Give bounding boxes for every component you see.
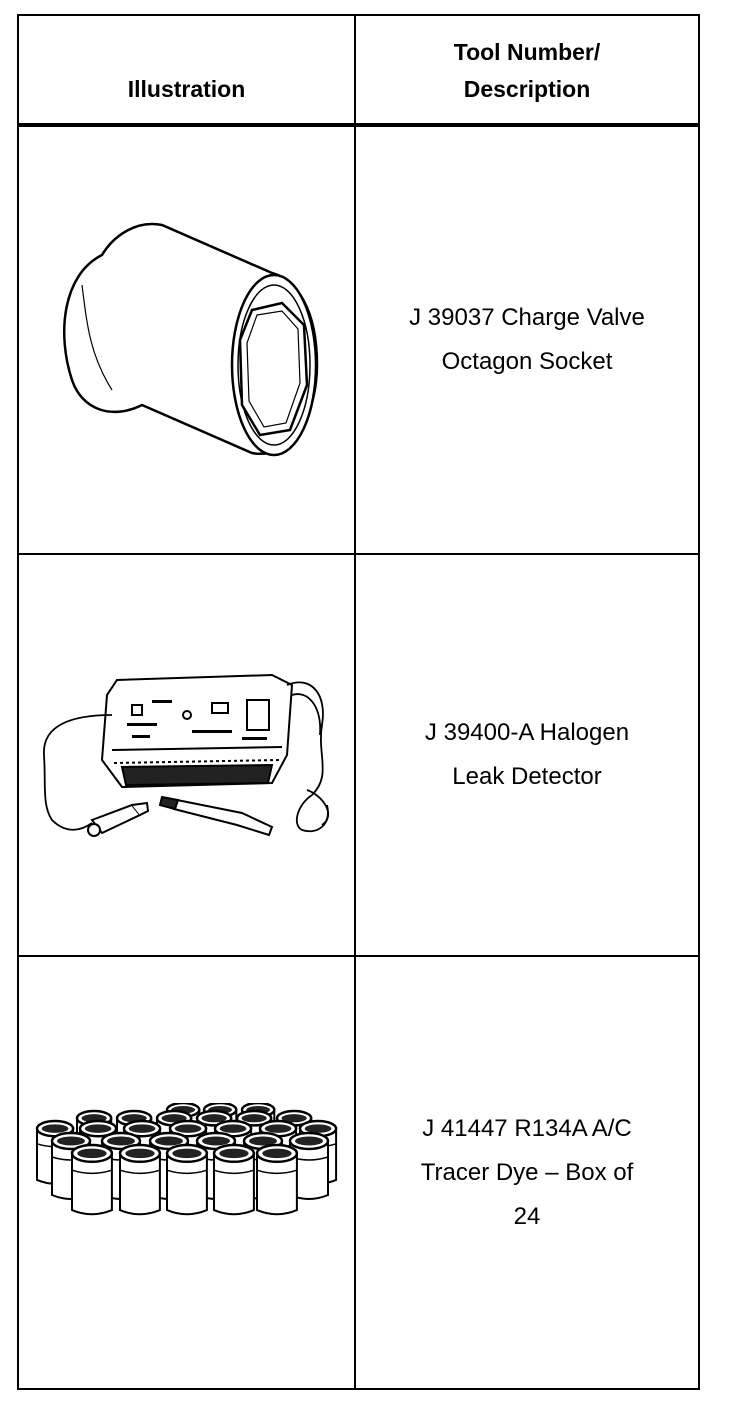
description-line: Tracer Dye – Box of xyxy=(420,1158,634,1186)
octagon-socket-illustration xyxy=(62,222,318,457)
description-cell: J 39400-A Halogen Leak Detector xyxy=(354,553,700,957)
description-cell: J 41447 R134A A/C Tracer Dye – Box of 24 xyxy=(354,955,700,1390)
tracer-dye-bottles-illustration xyxy=(35,1102,337,1215)
dye-bottle xyxy=(118,1143,161,1215)
dye-bottle xyxy=(212,1143,255,1215)
halogen-leak-detector-illustration xyxy=(42,673,329,837)
description-line: J 39400-A Halogen xyxy=(424,719,630,746)
dye-bottle xyxy=(70,1143,113,1215)
header-illustration: Illustration xyxy=(17,14,356,127)
header-tool-number: Tool Number/ Description xyxy=(354,14,700,127)
description-line: 24 xyxy=(513,1202,541,1230)
dye-bottle xyxy=(288,1131,329,1200)
illustration-cell xyxy=(17,124,356,555)
description-line: Octagon Socket xyxy=(441,348,613,375)
header-row: Illustration Tool Number/ Description xyxy=(17,14,700,127)
tool-table: Illustration Tool Number/ Description xyxy=(17,14,700,1390)
illustration-cell xyxy=(17,553,356,957)
dye-bottle xyxy=(165,1143,208,1215)
illustration-cell xyxy=(17,955,356,1390)
description-line: Leak Detector xyxy=(452,763,602,790)
header-illustration-label: Illustration xyxy=(127,76,246,102)
dye-bottle xyxy=(255,1143,298,1215)
header-tool-line-2: Description xyxy=(463,76,591,102)
table-row: J 39037 Charge Valve Octagon Socket xyxy=(17,124,700,555)
header-tool-line-1: Tool Number/ xyxy=(453,39,601,65)
description-line: J 39037 Charge Valve xyxy=(409,304,645,331)
table-row: J 39400-A Halogen Leak Detector xyxy=(17,553,700,957)
description-cell: J 39037 Charge Valve Octagon Socket xyxy=(354,124,700,555)
table-row: J 41447 R134A A/C Tracer Dye – Box of 24 xyxy=(17,955,700,1390)
description-line: J 41447 R134A A/C xyxy=(422,1114,632,1142)
